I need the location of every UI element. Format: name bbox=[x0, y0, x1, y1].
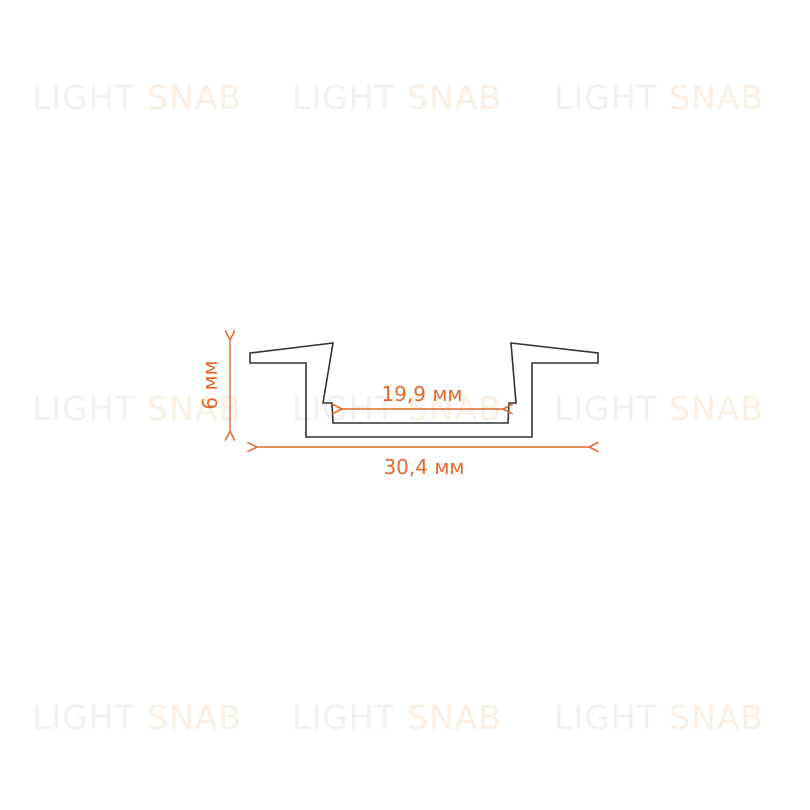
profile-outline bbox=[249, 342, 599, 438]
watermark-logo: LIGHT SNAB bbox=[554, 389, 765, 428]
watermark-logo: LIGHT SNAB bbox=[292, 78, 503, 117]
inner-width-label: 19,9 мм bbox=[381, 382, 462, 406]
outer-width-label: 30,4 мм bbox=[383, 455, 464, 479]
watermark-logo: LIGHT SNAB bbox=[32, 698, 243, 737]
watermark-logo: LIGHT SNAB bbox=[292, 698, 503, 737]
height-label: 6 мм bbox=[198, 360, 222, 409]
watermark-logo: LIGHT SNAB bbox=[554, 78, 765, 117]
watermark-logo: LIGHT SNAB bbox=[554, 698, 765, 737]
watermark-logo: LIGHT SNAB bbox=[32, 78, 243, 117]
